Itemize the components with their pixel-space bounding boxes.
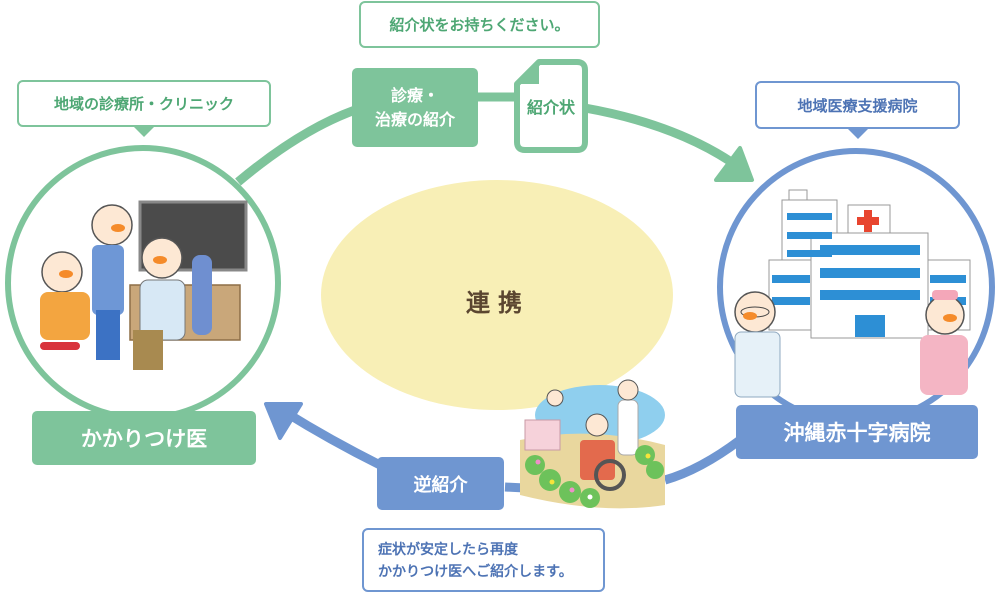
flowers (525, 445, 664, 508)
patient-head (585, 413, 609, 437)
hospital-illustration (734, 189, 971, 398)
office-chair (192, 255, 212, 335)
center-label: 連携 (466, 289, 530, 317)
standing-man-body (92, 245, 124, 315)
center-ellipse (321, 180, 673, 410)
referral-arrowhead (714, 146, 754, 182)
reverse-referral-arrow-path-2 (282, 408, 383, 470)
small-hospital (524, 419, 561, 451)
hospital-callout-text: 地域医療支援病院 (797, 96, 918, 115)
reverse-referral-arrow-path (663, 436, 743, 485)
standing-man-head (91, 204, 133, 246)
clinic-label: かかりつけ医 (32, 411, 256, 465)
hospital-label: 沖縄赤十字病院 (736, 405, 978, 459)
nurse-figure-head (617, 379, 639, 401)
doctor-orange-cheek-h (743, 312, 757, 320)
callout-tail (845, 127, 870, 139)
nurse-orange-cheek (943, 314, 957, 322)
tower-top (788, 189, 808, 201)
reverse-referral-label: 逆紹介 (377, 457, 504, 510)
referral-document-label: 紹介状 (526, 98, 575, 117)
doctor-coat (734, 331, 781, 398)
wheelchair (580, 440, 615, 480)
referral-callout: 紹介状をお持ちください。 (359, 1, 600, 48)
cheering-man-head (546, 389, 564, 407)
left-wing (768, 259, 815, 331)
document-icon (514, 59, 588, 153)
callout-tail (132, 125, 156, 137)
referral-callout-text: 紹介状をお持ちください。 (389, 16, 570, 34)
referral-document: 紹介状 (513, 58, 589, 154)
reverse-referral-arrowhead (264, 402, 303, 440)
stool (40, 342, 80, 350)
nurse-cap (932, 290, 958, 300)
man-orange-cheek (111, 224, 125, 232)
referral-arrow-path (235, 105, 357, 186)
seated-doctor-legs (133, 330, 163, 370)
clinic-illustration (40, 200, 248, 370)
nurse-uniform (920, 335, 968, 395)
referral-arrow-path-2 (584, 103, 743, 172)
doctor-orange-cheek (153, 256, 167, 264)
wheelchair-illustration (520, 379, 665, 509)
standing-man-legs (96, 310, 120, 360)
nurse-figure (617, 399, 639, 456)
wheelchair-wheel (594, 459, 626, 491)
red-cross-icon (857, 210, 879, 232)
referral-step-label: 診療・ 治療の紹介 (352, 68, 478, 147)
reverse-referral-note: 症状が安定したら再度 かかりつけ医へご紹介します。 (362, 528, 605, 592)
flower-blossoms (535, 453, 651, 500)
hospital-callout: 地域医療支援病院 (755, 81, 960, 139)
clinic-callout: 地域の診療所・クリニック (17, 80, 271, 137)
clinic-callout-text: 地域の診療所・クリニック (53, 95, 234, 113)
elderly-woman-body (40, 292, 90, 340)
elderly-orange-cheek (59, 270, 73, 278)
nurse-head (925, 295, 965, 335)
